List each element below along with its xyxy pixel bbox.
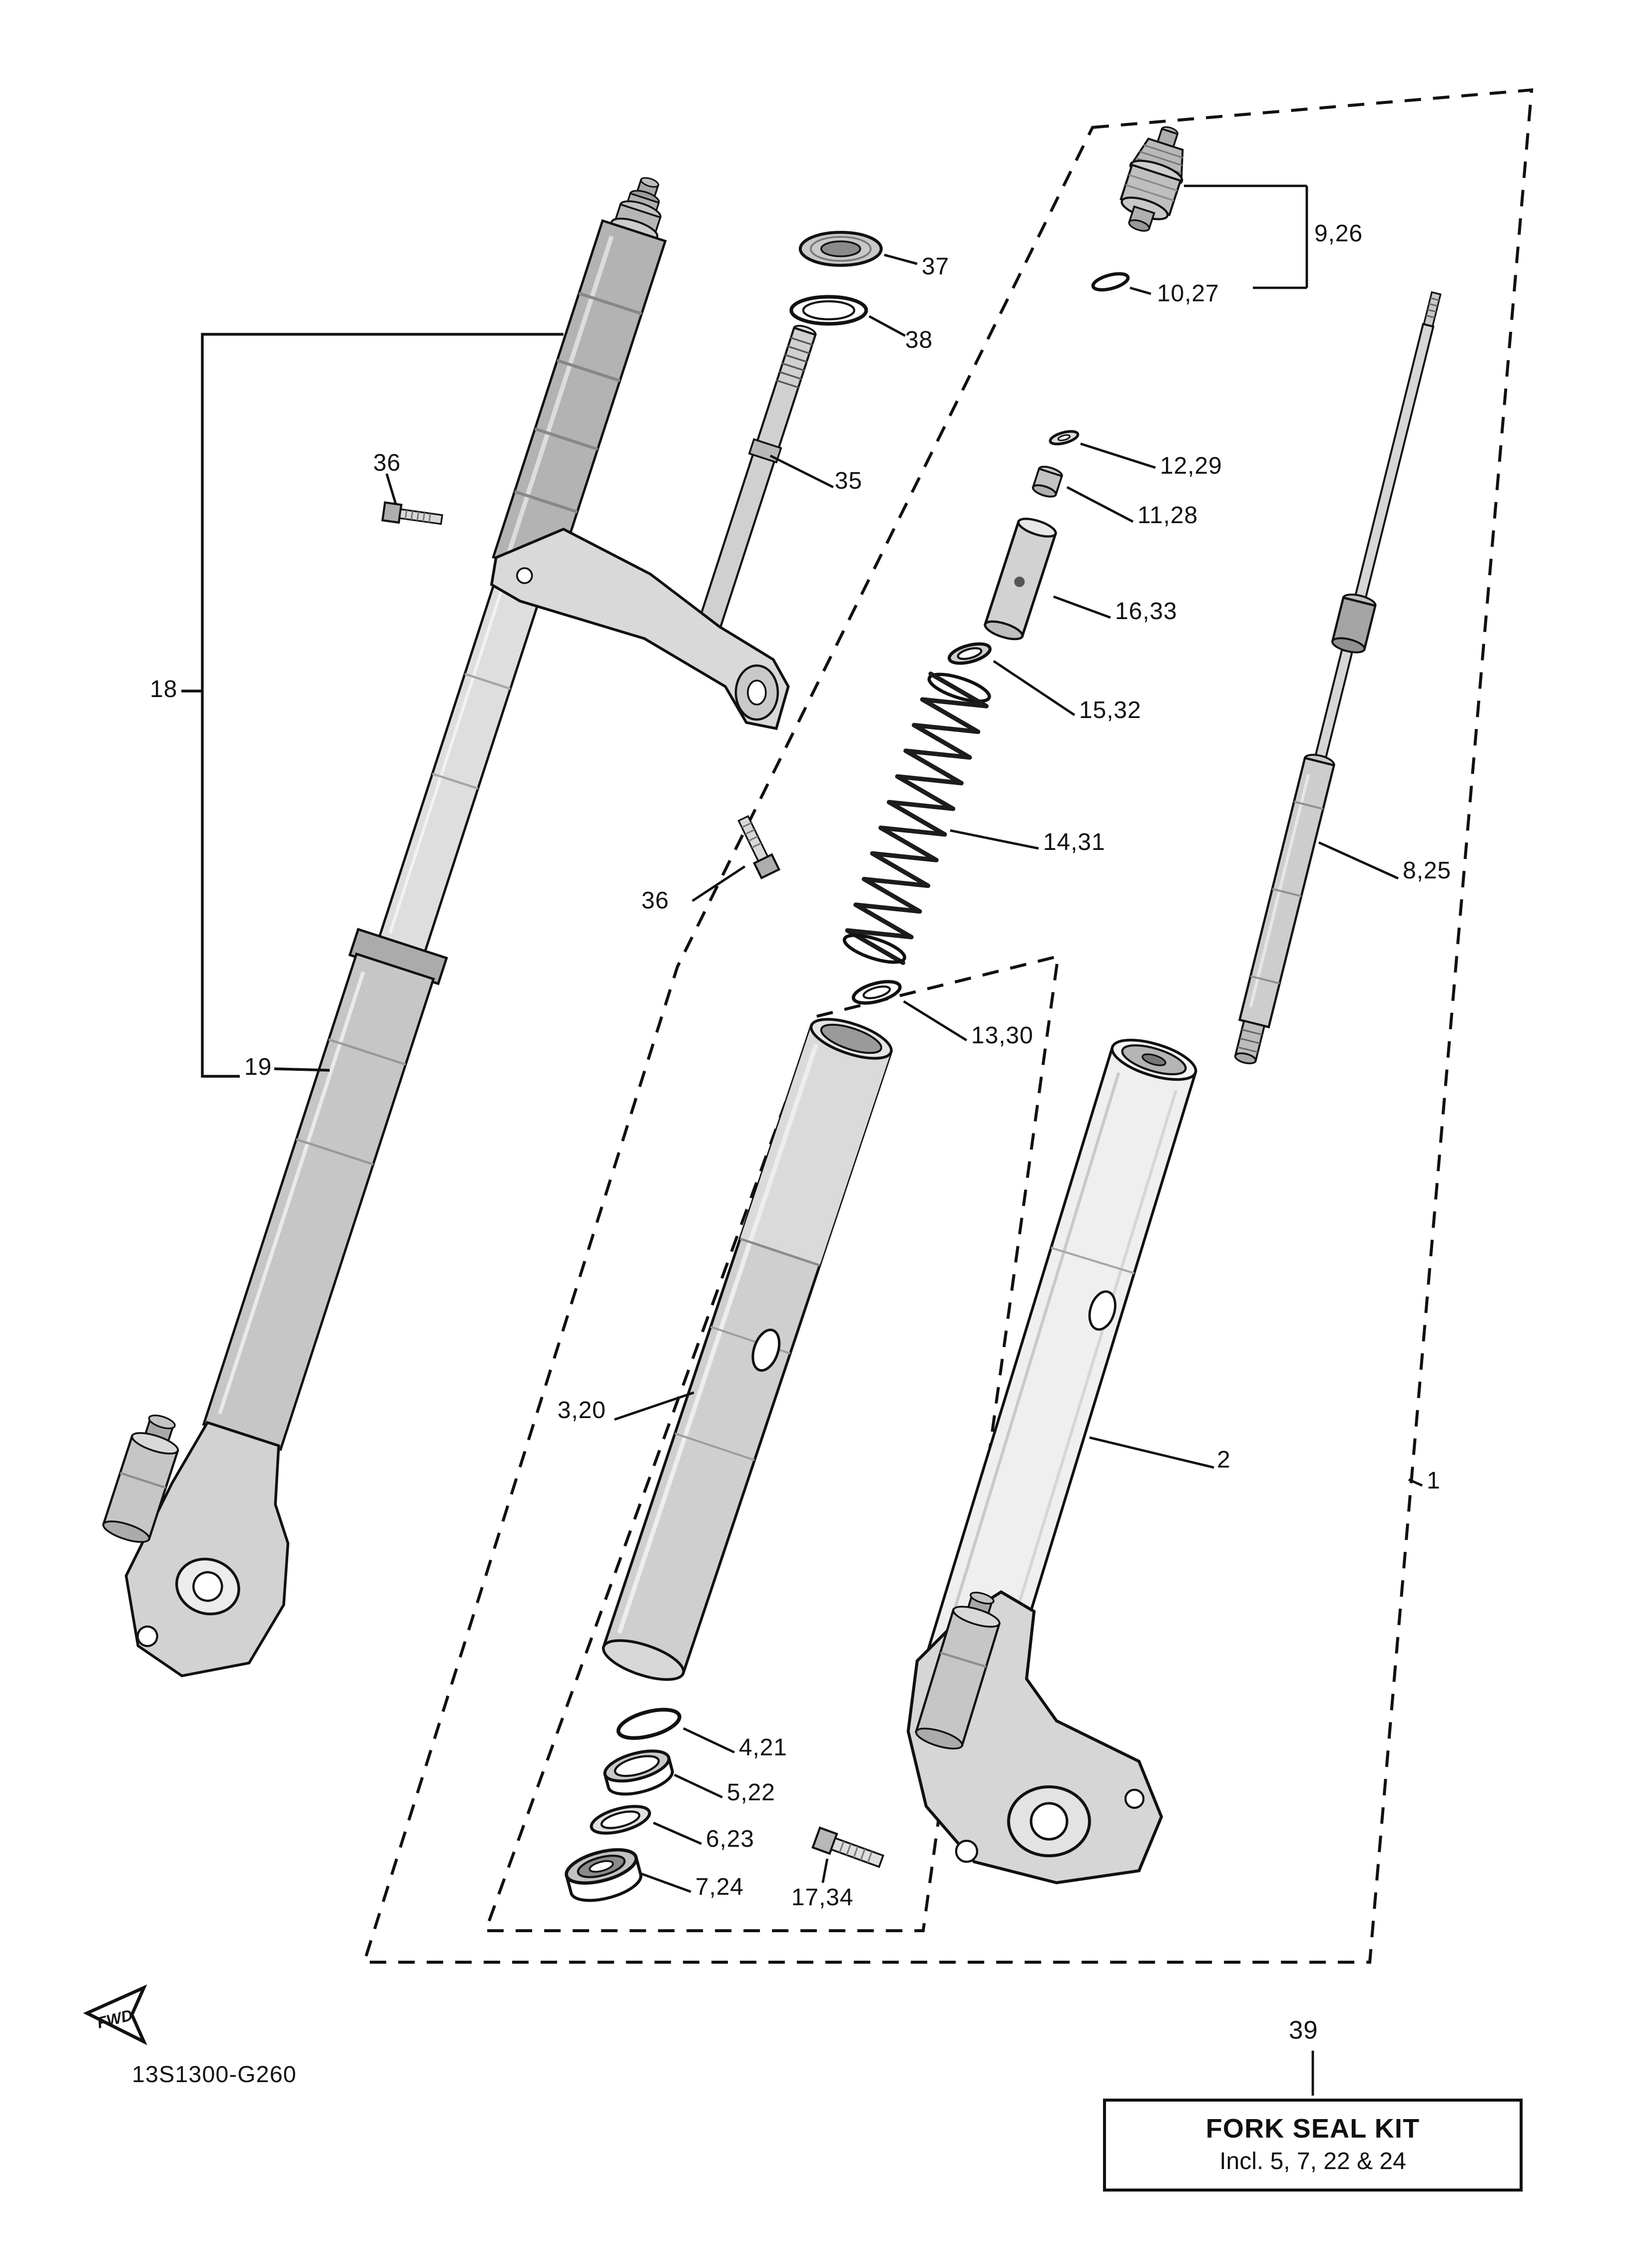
- fwd-icon: FWD: [83, 1984, 147, 2046]
- spring-seat-piece: [1032, 466, 1064, 498]
- callout-12-29: 12,29: [1160, 454, 1222, 480]
- callout-17-34: 17,34: [791, 1886, 854, 1911]
- callout-11-28: 11,28: [1137, 504, 1198, 529]
- callout-36-lower: 36: [641, 889, 669, 914]
- callout-18: 18: [150, 678, 178, 703]
- callout-5-22: 5,22: [727, 1781, 776, 1806]
- dashed-outline-kit-group-3-20: [483, 954, 1060, 1932]
- callout-19: 19: [244, 1055, 272, 1081]
- damper-rod-part: [1234, 291, 1442, 1064]
- leader-lines: [385, 184, 1423, 2096]
- fork-cap-part: [1119, 126, 1184, 232]
- small-washer: [1049, 430, 1080, 446]
- left-fork-assembly: [102, 177, 883, 1677]
- bracket-18-19-lines: [181, 333, 563, 1078]
- callout-1: 1: [1427, 1469, 1441, 1495]
- callout-38: 38: [905, 328, 933, 354]
- callout-13-30: 13,30: [971, 1024, 1034, 1049]
- spring-lower-washer: [852, 980, 902, 1005]
- ring-nut: [799, 231, 883, 267]
- exploded-right-fork: [906, 291, 1442, 1885]
- callout-15-32: 15,32: [1079, 699, 1141, 724]
- callout-7-24: 7,24: [695, 1875, 744, 1901]
- lower-triple-clamp: [490, 528, 790, 731]
- callout-39: 39: [1289, 2016, 1318, 2045]
- outer-tube-part: [927, 1038, 1197, 1676]
- callout-6-23: 6,23: [706, 1827, 755, 1853]
- snap-ring-part: [616, 1707, 681, 1740]
- fork-seal-kit-title: FORK SEAL KIT: [1205, 2114, 1420, 2144]
- spring-upper-seat: [948, 642, 992, 665]
- pinch-bolt-lower: [737, 815, 781, 879]
- slide-bushing-part: [603, 1749, 674, 1796]
- callout-37: 37: [922, 255, 950, 280]
- callout-4-21: 4,21: [739, 1736, 788, 1761]
- callout-2: 2: [1217, 1448, 1231, 1474]
- axle-pinch-bolt: [811, 1826, 885, 1868]
- fork-spring: [843, 672, 991, 965]
- callout-9-26: 9,26: [1314, 222, 1363, 247]
- stem-washer: [789, 295, 868, 326]
- callout-8-25: 8,25: [1403, 859, 1452, 884]
- cap-o-ring: [1091, 272, 1130, 292]
- inner-tube-part: [601, 1018, 893, 1681]
- callout-14-31: 14,31: [1043, 830, 1105, 856]
- callout-3-20: 3,20: [557, 1399, 606, 1424]
- fork-seal-kit-includes: Incl. 5, 7, 22 & 24: [1219, 2150, 1406, 2175]
- callout-35: 35: [835, 469, 863, 495]
- spring-coil-path: [845, 672, 989, 965]
- oil-seal-part: [564, 1848, 642, 1902]
- callout-10-27: 10,27: [1157, 282, 1219, 307]
- spacer-collar: [983, 518, 1058, 641]
- callout-16-33: 16,33: [1115, 600, 1177, 625]
- callout-36-upper: 36: [373, 451, 401, 477]
- pinch-bolt-upper: [381, 501, 444, 525]
- seal-washer-part: [589, 1805, 651, 1835]
- fork-seal-kit-box: FORK SEAL KIT Incl. 5, 7, 22 & 24: [1103, 2099, 1523, 2192]
- steering-stem: [695, 325, 817, 647]
- exploded-middle-column: [564, 126, 1184, 1902]
- dashed-outline-kit-group-1: [362, 88, 1534, 1964]
- diagram-code: 13S1300-G260: [132, 2063, 297, 2088]
- right-preload-adjuster: [915, 1591, 1001, 1750]
